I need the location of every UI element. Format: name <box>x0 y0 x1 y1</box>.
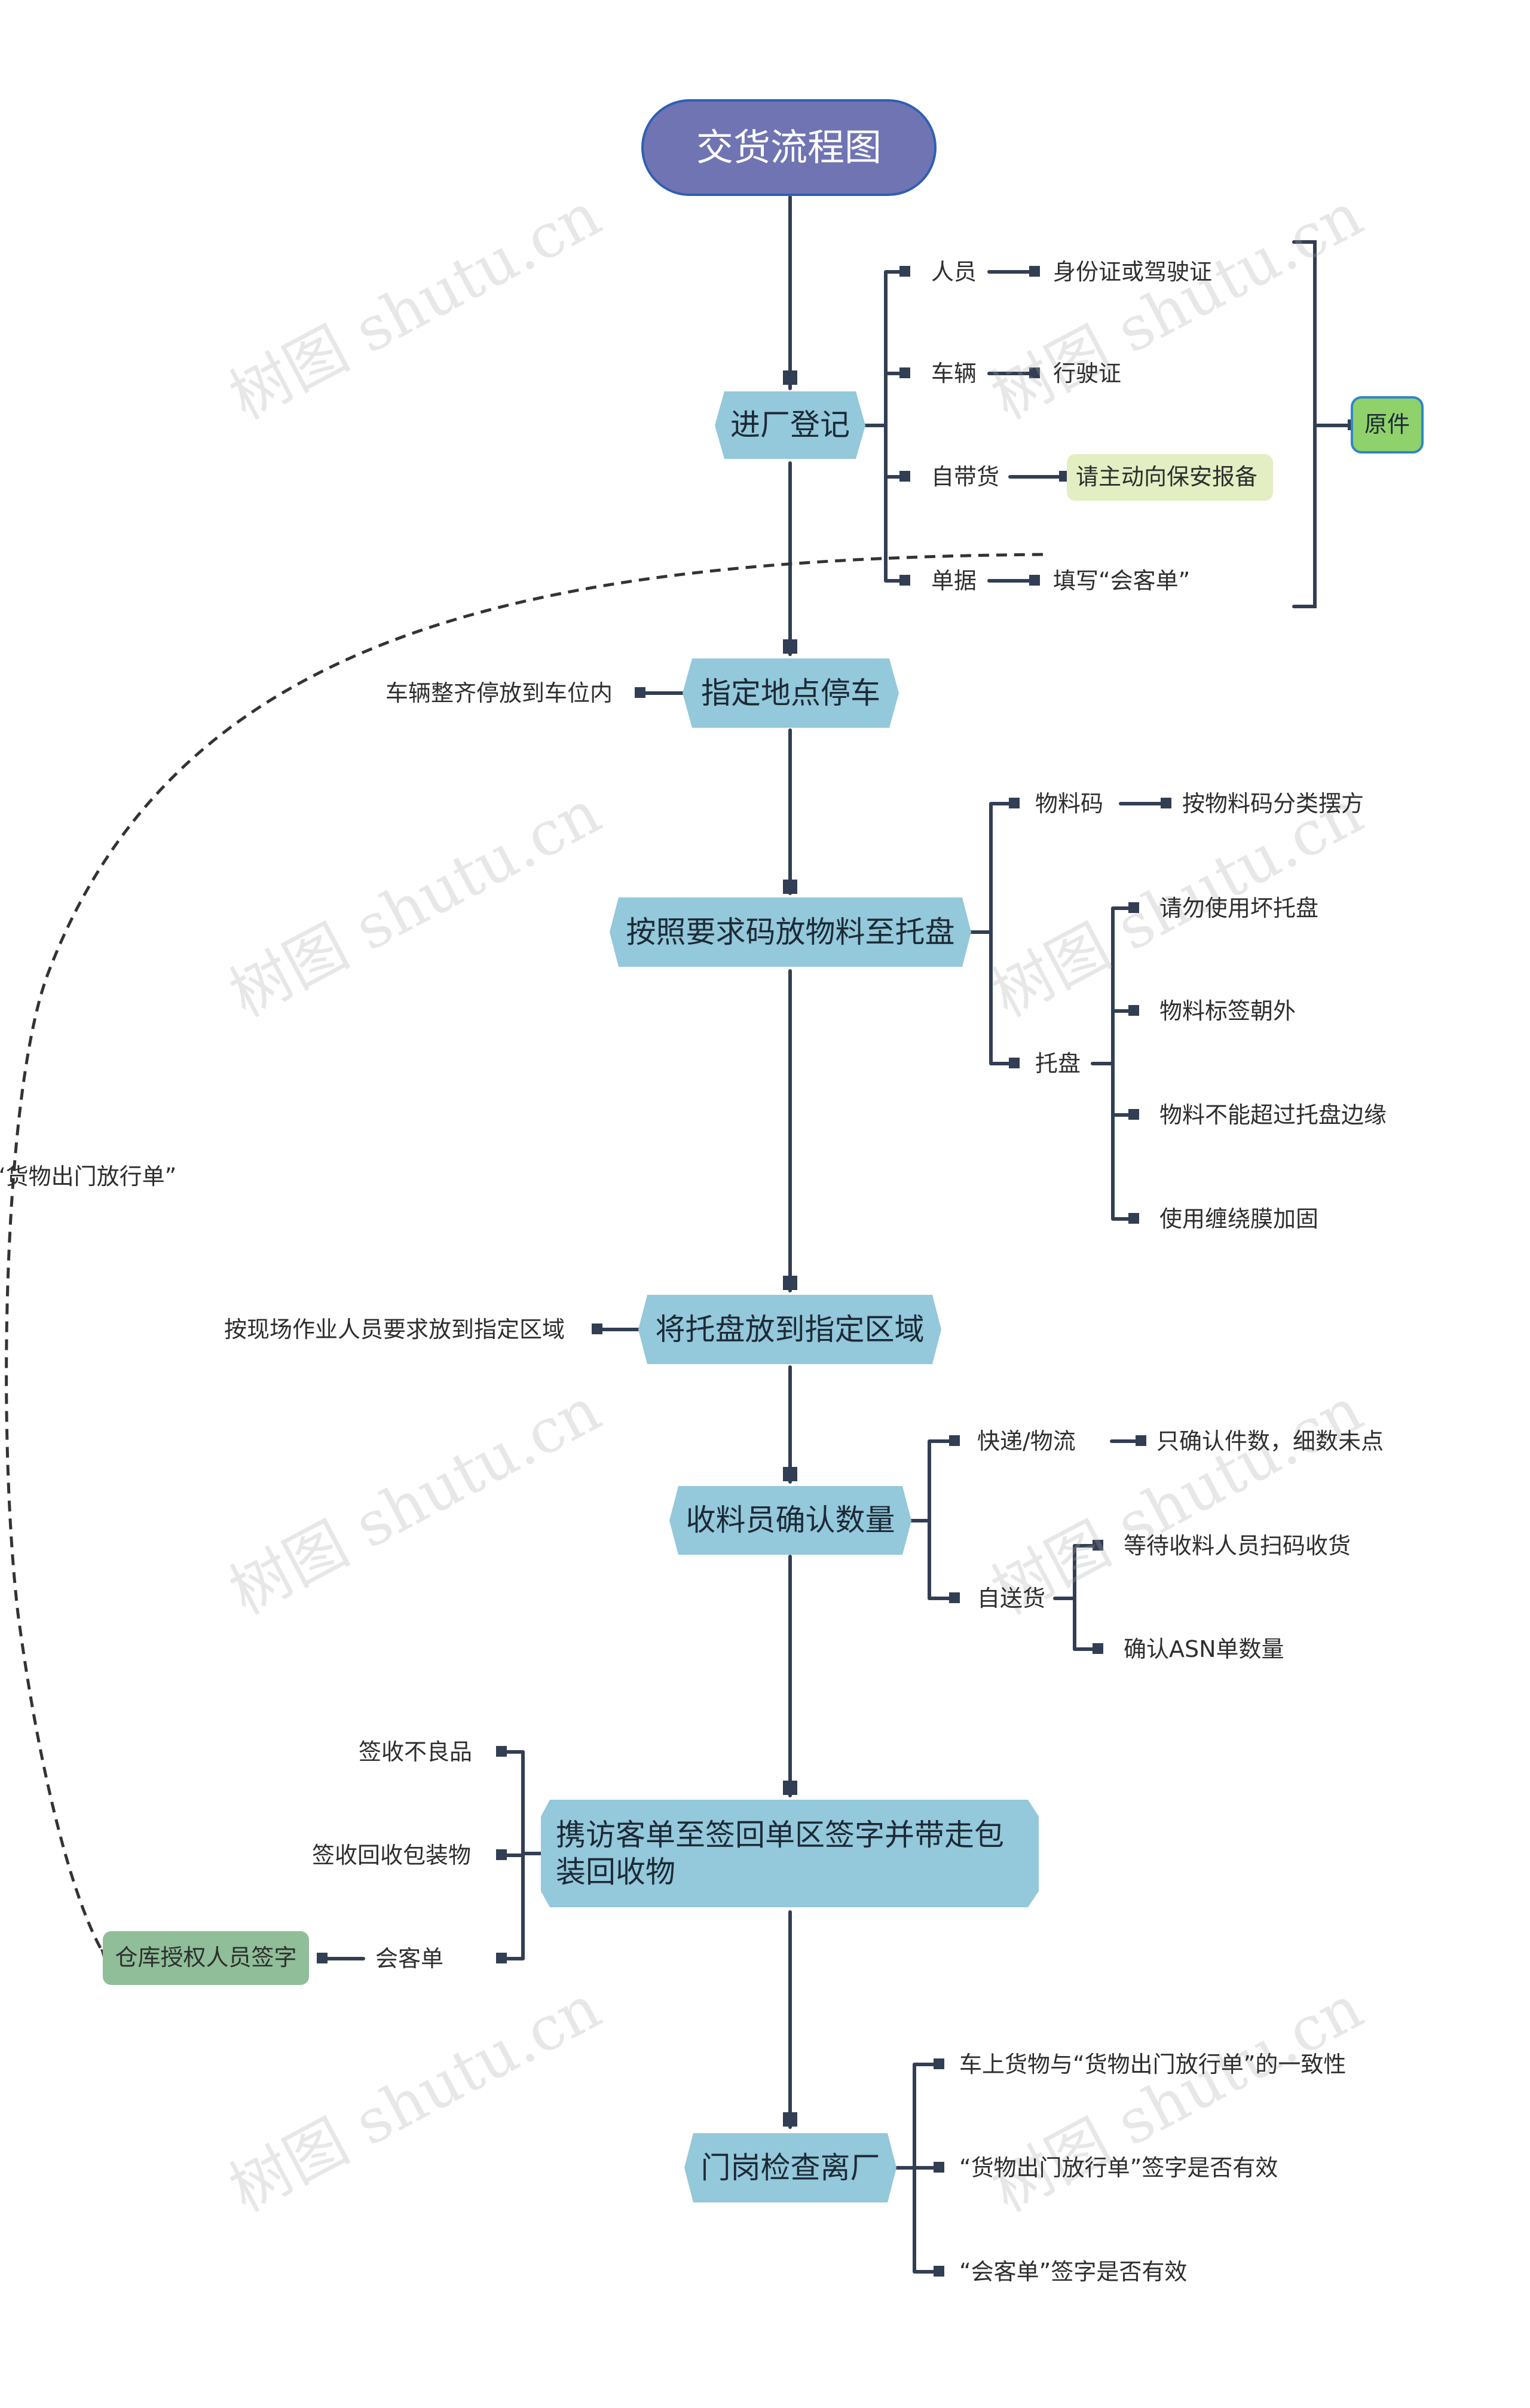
marker <box>1093 1643 1103 1654</box>
step-node-3-bg <box>610 897 971 967</box>
step-node-1-bg <box>715 391 865 459</box>
marker <box>496 1849 507 1860</box>
marker <box>1009 1058 1020 1068</box>
marker <box>934 2162 944 2173</box>
marker <box>783 1781 797 1795</box>
marker <box>496 1953 507 1963</box>
original-node-bg <box>1351 396 1424 454</box>
step-place-pallet: 将托盘放到指定区域 <box>655 1312 925 1347</box>
material-code-label: 物料码 <box>1035 791 1104 817</box>
marker <box>1128 1109 1139 1120</box>
authorized-signature: 仓库授权人员签字 <box>115 1944 297 1971</box>
express-detail: 只确认件数，细数未点 <box>1156 1428 1384 1454</box>
marker <box>1128 902 1139 913</box>
step-node-5-bg <box>669 1486 911 1555</box>
marker <box>1136 1435 1146 1446</box>
parking-note: 车辆整齐停放到车位内 <box>385 680 613 706</box>
exit-check: 车上货物与“货物出门放行单”的一致性 <box>959 2051 1347 2078</box>
marker <box>1128 1005 1139 1016</box>
registration-connectors <box>987 270 1066 583</box>
original-bracket <box>1292 240 1354 608</box>
marker <box>1029 575 1040 586</box>
self-delivery-detail: 等待收料人员扫码收货 <box>1124 1533 1351 1559</box>
express-label: 快递/物流 <box>977 1428 1076 1454</box>
marker <box>899 367 910 378</box>
marker <box>1128 1213 1139 1224</box>
registration-brace <box>864 270 907 583</box>
sign-item: 签收不良品 <box>359 1739 473 1765</box>
receive-brace <box>910 1439 955 1600</box>
self-brace <box>1053 1544 1098 1651</box>
registration-item-person: 人员 <box>931 259 977 285</box>
registration-detail-documents: 填写“会客单” <box>1053 568 1191 594</box>
area-note: 按现场作业人员要求放到指定区域 <box>224 1316 565 1343</box>
pallet-rules-brace <box>1091 906 1134 1221</box>
registration-item-vehicle: 车辆 <box>931 360 977 387</box>
marker <box>496 1746 507 1757</box>
marker <box>783 370 797 385</box>
material-code-detail: 按物料码分类摆方 <box>1182 791 1364 817</box>
step-sign-return: 携访客单至签回单区签字并带走包装回收物 <box>556 1817 1004 1890</box>
registration-detail-own-goods: 请主动向保安报备 <box>1076 464 1258 490</box>
registration-item-own-goods: 自带货 <box>931 464 1000 490</box>
registration-detail-person: 身份证或驾驶证 <box>1053 259 1213 285</box>
self-goods-note-bg <box>1067 454 1273 501</box>
exit-brace <box>893 2063 940 2274</box>
title-node-bg <box>641 99 937 196</box>
marker <box>934 2266 944 2277</box>
step-exit-check: 门岗检查离厂 <box>700 2150 880 2185</box>
pallet-rule: 使用缠绕膜加固 <box>1159 1206 1319 1232</box>
marker <box>899 471 910 482</box>
marker <box>783 639 797 654</box>
marker <box>934 2058 944 2069</box>
marker <box>317 1953 328 1963</box>
marker <box>783 1467 797 1481</box>
marker <box>949 1435 960 1446</box>
pallet-rule: 请勿使用坏托盘 <box>1159 895 1319 921</box>
step-confirm-quantity: 收料员确认数量 <box>686 1503 895 1538</box>
sign-item: 签收回收包装物 <box>312 1842 472 1868</box>
marker <box>1093 1540 1103 1551</box>
step-parking: 指定地点停车 <box>701 675 880 710</box>
dashed-link-label: “货物出门放行单” <box>0 1163 177 1190</box>
registration-item-documents: 单据 <box>931 568 977 594</box>
marker <box>783 2112 797 2127</box>
pallet-label: 托盘 <box>1035 1050 1081 1077</box>
step-stack-pallet: 按照要求码放物料至托盘 <box>626 914 955 949</box>
pallet-brace <box>968 802 1015 1065</box>
step-node-6-bg <box>541 1800 1039 1907</box>
exit-check: “会客单”签字是否有效 <box>959 2259 1188 2285</box>
step-node-2-bg <box>683 658 899 728</box>
marker <box>783 880 797 894</box>
marker <box>1009 798 1020 808</box>
dashed-pass-link <box>5 553 1044 1956</box>
pallet-rule: 物料不能超过托盘边缘 <box>1159 1102 1387 1128</box>
step-node-4-bg <box>638 1295 941 1364</box>
marker <box>899 266 910 277</box>
original-documents-label: 原件 <box>1364 411 1410 438</box>
marker <box>1029 367 1040 378</box>
self-delivery-detail: 确认ASN单数量 <box>1124 1636 1284 1662</box>
marker <box>635 687 645 698</box>
registration-detail-vehicle: 行驶证 <box>1053 360 1122 387</box>
marker <box>949 1592 960 1603</box>
exit-check: “货物出门放行单”签字是否有效 <box>959 2155 1278 2181</box>
marker <box>1029 266 1040 277</box>
step-registration: 进厂登记 <box>730 408 850 443</box>
marker <box>592 1324 602 1334</box>
pallet-rule: 物料标签朝外 <box>1159 998 1296 1024</box>
marker <box>1161 798 1171 808</box>
sign-item-visitor-form: 会客单 <box>375 1946 444 1972</box>
marker <box>899 575 910 586</box>
self-delivery-label: 自送货 <box>977 1585 1046 1612</box>
flowchart-title: 交货流程图 <box>696 125 882 170</box>
sign-brace <box>499 1750 543 1960</box>
authorized-sign-bg <box>103 1931 309 1985</box>
marker <box>783 1276 797 1290</box>
step-node-7-bg <box>684 2133 896 2202</box>
